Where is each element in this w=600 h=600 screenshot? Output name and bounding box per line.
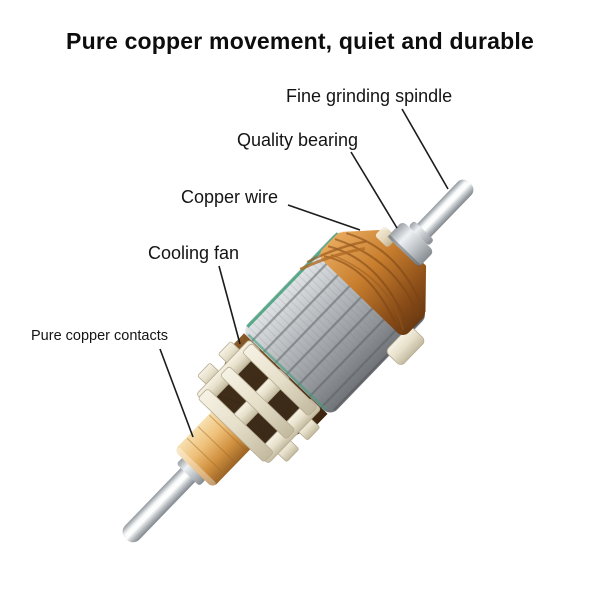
diagram-title: Pure copper movement, quiet and durable	[66, 28, 534, 54]
label-copper-wire: Copper wire	[181, 187, 279, 207]
motor-shaft-upper	[414, 179, 474, 240]
leader-line-cooling-fan	[218, 265, 241, 345]
leader-line-bearing	[350, 151, 398, 229]
leader-line-copper-wire	[287, 204, 361, 231]
plastic-bearing-holder	[375, 226, 397, 247]
label-cooling-fan: Cooling fan	[148, 243, 240, 263]
label-pure-copper-contacts: Pure copper contacts	[31, 328, 169, 344]
label-quality-bearing: Quality bearing	[237, 130, 359, 150]
leader-line-spindle	[401, 108, 449, 190]
leader-line-contacts	[159, 348, 194, 438]
winding-copper-front	[299, 229, 427, 335]
leader-lines	[159, 108, 449, 438]
bearing-collar	[387, 221, 433, 268]
plastic-tab-lower	[386, 327, 425, 365]
shaft-washer	[177, 457, 206, 485]
cooling-fan-plastic	[197, 340, 321, 463]
label-fine-grinding-spindle: Fine grinding spindle	[286, 86, 453, 106]
